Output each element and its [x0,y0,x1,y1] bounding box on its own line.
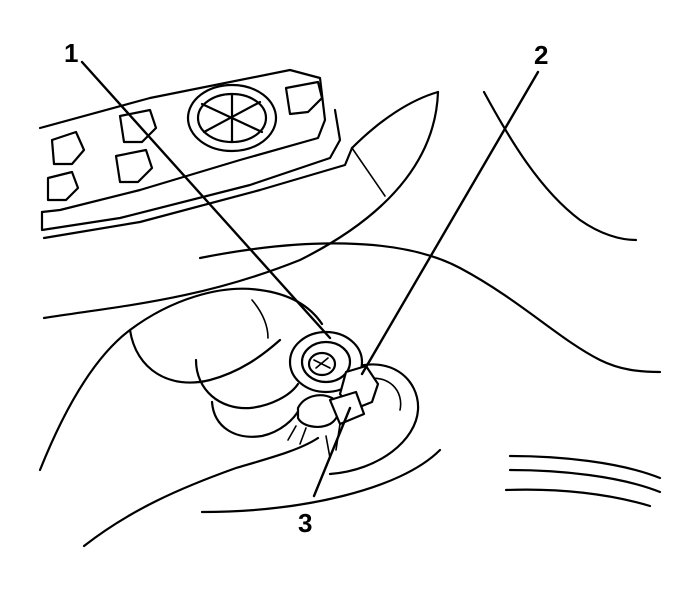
callout-1: 1 [64,38,78,68]
leader-line-1 [80,60,332,340]
hvac-knob [186,83,278,153]
callout-3: 3 [298,508,312,538]
console-trim [42,90,662,514]
hand [38,287,340,548]
callout-2: 2 [534,40,548,70]
leader-line-2 [360,70,540,376]
panel-buttons [46,80,324,202]
ignition-switch [288,330,380,459]
leader-line-3 [312,406,352,498]
switch-panel [38,68,440,240]
